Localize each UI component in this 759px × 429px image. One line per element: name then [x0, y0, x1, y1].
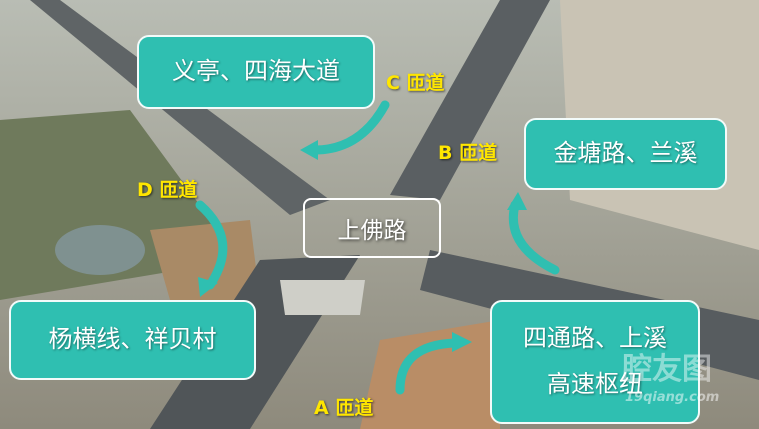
label-west: 杨横线、祥贝村 — [48, 325, 217, 354]
arrowhead-d-icon — [198, 277, 218, 297]
ramp-label-c: C 匝道 — [386, 72, 445, 94]
arrow-b-icon — [508, 200, 560, 275]
pond — [55, 225, 145, 275]
label-box-east: 金塘路、兰溪 — [524, 118, 727, 190]
center-road-text: 上佛路 — [337, 218, 407, 244]
label-south-line2: 高速枢纽 — [547, 370, 643, 398]
label-box-north: 义亭、四海大道 — [137, 35, 375, 109]
dirt-area — [360, 320, 500, 429]
label-box-west: 杨横线、祥贝村 — [9, 300, 256, 380]
label-south-line1: 四通路、上溪 — [523, 324, 667, 353]
label-north: 义亭、四海大道 — [172, 57, 340, 86]
watermark: 腔友图 — [622, 352, 712, 387]
ramp-label-a: A 匝道 — [314, 397, 374, 419]
dirt-area-west — [150, 220, 260, 300]
arrow-d-icon — [195, 200, 228, 290]
arrowhead-b-icon — [507, 192, 527, 210]
ramp-arrows — [195, 100, 560, 395]
arrowhead-a-icon — [452, 332, 472, 352]
road-northeast — [390, 0, 550, 200]
label-box-south: 四通路、上溪 高速枢纽 — [490, 300, 700, 424]
label-east: 金塘路、兰溪 — [553, 139, 698, 168]
arrow-c-icon — [310, 100, 390, 155]
ramp-label-b: B 匝道 — [438, 142, 498, 164]
watermark-domain: 19qiang.com — [625, 390, 720, 405]
ramp-label-d: D 匝道 — [137, 179, 198, 201]
arrow-a-icon — [395, 338, 460, 395]
center-road-label: 上佛路 — [303, 198, 441, 258]
arrowhead-c-icon — [300, 140, 318, 160]
tunnel-portal — [280, 280, 365, 315]
